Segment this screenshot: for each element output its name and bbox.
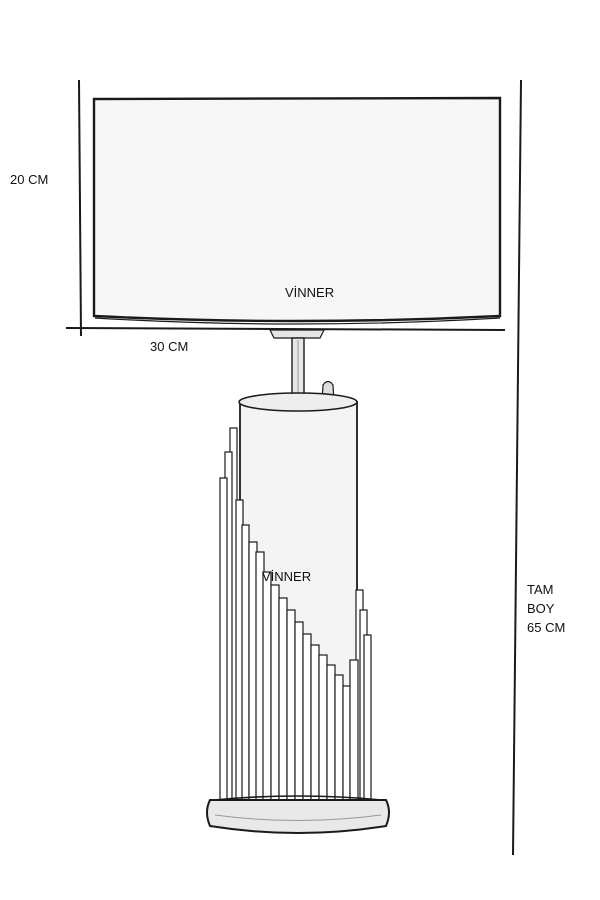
lamp-shade xyxy=(92,96,502,323)
shade-height-dim-line xyxy=(78,79,82,337)
total-height-line-1: TAM xyxy=(527,582,554,597)
total-height-line-2: BOY xyxy=(527,601,555,616)
shade-width-dim-line xyxy=(65,327,506,331)
total-height-dim-line xyxy=(512,79,522,856)
shade-height-label: 20 CM xyxy=(10,172,49,187)
brand-text-base: VİNNER xyxy=(262,569,312,584)
total-height-label: TAM BOY 65 CM xyxy=(527,580,565,637)
total-height-line-3: 65 CM xyxy=(527,620,566,635)
cylinder-top-cap xyxy=(238,392,358,412)
shade-bottom-rim xyxy=(94,317,501,325)
base-plinth xyxy=(206,799,390,834)
shade-width-label: 30 CM xyxy=(150,339,189,354)
lamp-socket xyxy=(269,329,325,339)
brand-text-shade: VİNNER xyxy=(285,285,335,300)
